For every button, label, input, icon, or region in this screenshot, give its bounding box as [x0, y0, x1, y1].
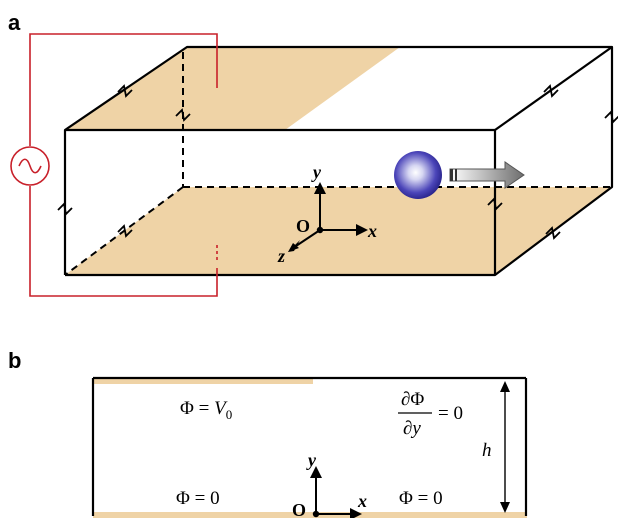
particle-sphere-icon	[394, 151, 442, 199]
bc-right-rhs: = 0	[438, 403, 463, 424]
height-label: h	[482, 440, 492, 461]
panel-a: a	[8, 10, 618, 297]
bc-right-numerator: ∂Φ	[401, 389, 424, 410]
height-dimension	[500, 381, 510, 513]
bottom-electrode-strip	[93, 512, 527, 518]
axis-x-label: x	[367, 221, 377, 241]
bc-right-denominator: ∂y	[403, 418, 421, 439]
top-electrode-strip	[93, 378, 313, 384]
bc-bottom-left: Φ = 0	[176, 488, 220, 509]
origin-label: O	[296, 216, 310, 236]
axes-3d	[288, 182, 368, 252]
hidden-edges	[64, 52, 612, 276]
axis-z-label: z	[277, 246, 285, 266]
panel-b: b h Φ = V0 ∂Φ ∂y = 0 Φ = 0 Φ = 0	[8, 348, 528, 518]
motion-arrow-icon	[449, 161, 525, 189]
panel-a-label: a	[8, 10, 21, 35]
bc-top-left: Φ = V0	[180, 398, 232, 422]
axes-2d	[310, 466, 362, 518]
bc-bottom-right: Φ = 0	[399, 488, 443, 509]
axis-2d-origin-label: O	[292, 500, 306, 518]
axis-y-label: y	[311, 162, 322, 182]
break-marks	[57, 84, 618, 240]
ac-source-icon	[10, 146, 50, 186]
bc-right-neumann: ∂Φ ∂y = 0	[398, 389, 463, 439]
channel-2d	[91, 376, 528, 516]
ac-circuit	[29, 33, 218, 297]
axis-2d-y-label: y	[306, 450, 317, 470]
panel-b-label: b	[8, 348, 21, 373]
axis-2d-x-label: x	[357, 491, 367, 511]
top-electrode	[65, 47, 400, 130]
